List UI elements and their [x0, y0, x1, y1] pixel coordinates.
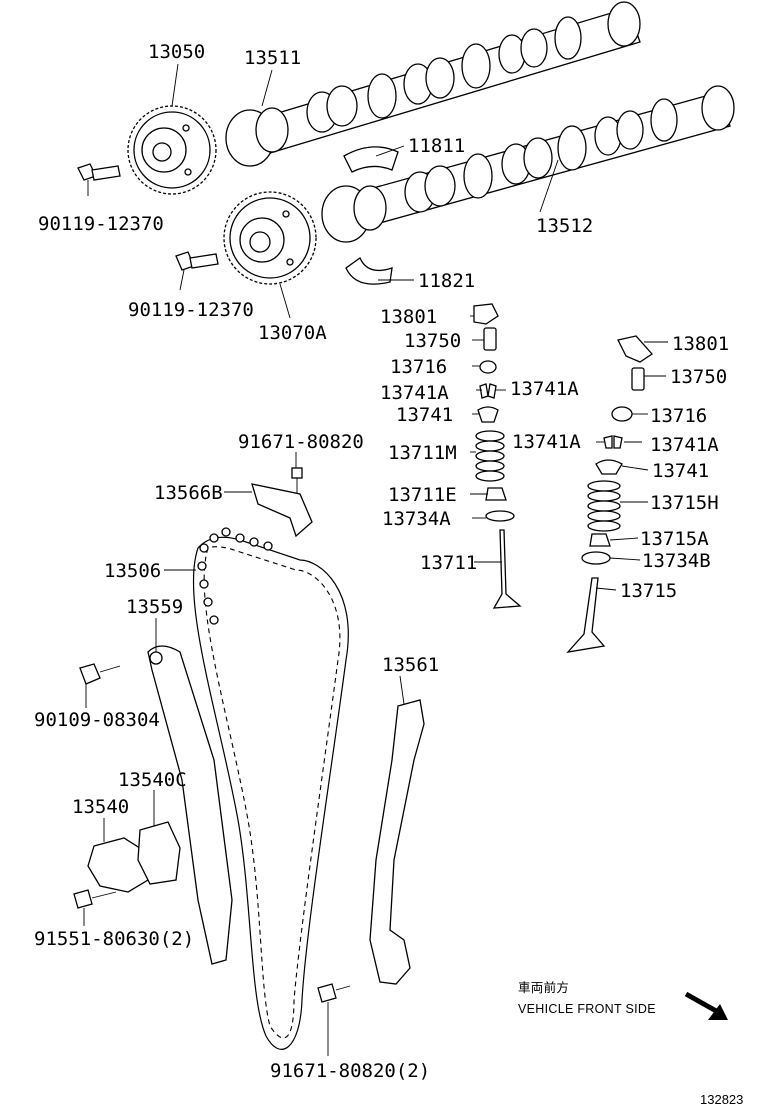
timing-chain [192, 527, 349, 1050]
label-13711E: 13711E [388, 484, 457, 506]
label-13741A-right-2: 13741A [650, 434, 719, 456]
label-13801-right: 13801 [672, 333, 729, 355]
label-91671-80820: 91671-80820 [238, 431, 364, 453]
chain-tensioner-arm [147, 645, 233, 965]
figure-code: 132823 [700, 1092, 743, 1107]
label-13559: 13559 [126, 596, 183, 618]
damper-bolt [317, 983, 351, 1003]
label-13070A: 13070A [258, 322, 327, 344]
label-13512: 13512 [536, 215, 593, 237]
label-13511: 13511 [244, 47, 301, 69]
label-13715H: 13715H [650, 492, 719, 514]
tensioner-gasket [137, 821, 181, 885]
part-labels: 13050 13511 11811 90119-12370 13512 9011… [34, 41, 729, 1082]
label-13741-right: 13741 [652, 460, 709, 482]
guide-bolt-upper [291, 467, 303, 494]
label-13715: 13715 [620, 580, 677, 602]
label-13540C: 13540C [118, 769, 187, 791]
vehicle-front-english: VEHICLE FRONT SIDE [518, 1002, 656, 1016]
exhaust-bearing-shell [345, 257, 393, 285]
label-13734B: 13734B [642, 550, 711, 572]
label-13711M: 13711M [388, 442, 457, 464]
valve-train-right [566, 335, 653, 653]
exhaust-camshaft [321, 85, 735, 243]
intake-camshaft [225, 1, 641, 167]
gear-bolt-lower [175, 251, 219, 271]
chain-vibration-damper [369, 699, 425, 985]
chain-tensioner [87, 837, 149, 893]
label-13716-left: 13716 [390, 356, 447, 378]
label-13741A-right-1: 13741A [512, 431, 581, 453]
label-90119-12370-upper: 90119-12370 [38, 213, 164, 235]
label-13734A: 13734A [382, 508, 451, 530]
label-13711: 13711 [420, 552, 477, 574]
front-direction-arrow-icon [684, 991, 728, 1020]
label-90119-12370-lower: 90119-12370 [128, 299, 254, 321]
chain-guide-upper [251, 483, 313, 538]
label-91551-80630: 91551-80630(2) [34, 928, 194, 950]
label-13741A-left-1: 13741A [380, 382, 449, 404]
label-13750-left: 13750 [404, 330, 461, 352]
vehicle-front-japanese: 車両前方 [518, 980, 569, 995]
label-13716-right: 13716 [650, 405, 707, 427]
label-13506: 13506 [104, 560, 161, 582]
label-13561: 13561 [382, 654, 439, 676]
vehicle-front-note: 車両前方 VEHICLE FRONT SIDE [518, 980, 728, 1020]
tensioner-arm-bolt [79, 663, 121, 685]
label-13750-right: 13750 [670, 366, 727, 388]
exhaust-cam-timing-gear [223, 191, 317, 285]
label-13540: 13540 [72, 796, 129, 818]
label-90109-08304: 90109-08304 [34, 709, 160, 731]
label-13741-left: 13741 [396, 404, 453, 426]
label-13801-left: 13801 [380, 306, 437, 328]
label-13050: 13050 [148, 41, 205, 63]
tensioner-bolt [73, 889, 117, 909]
label-11811: 11811 [408, 135, 465, 157]
leader-lines [83, 63, 668, 1056]
label-13566B: 13566B [154, 482, 223, 504]
valve-train-left [473, 303, 522, 609]
label-91671-80820-x2: 91671-80820(2) [270, 1060, 430, 1082]
gear-bolt-upper [77, 163, 121, 181]
label-13715A: 13715A [640, 528, 709, 550]
label-13741A-left-2: 13741A [510, 378, 579, 400]
intake-cam-timing-gear [127, 105, 217, 195]
label-11821: 11821 [418, 270, 475, 292]
